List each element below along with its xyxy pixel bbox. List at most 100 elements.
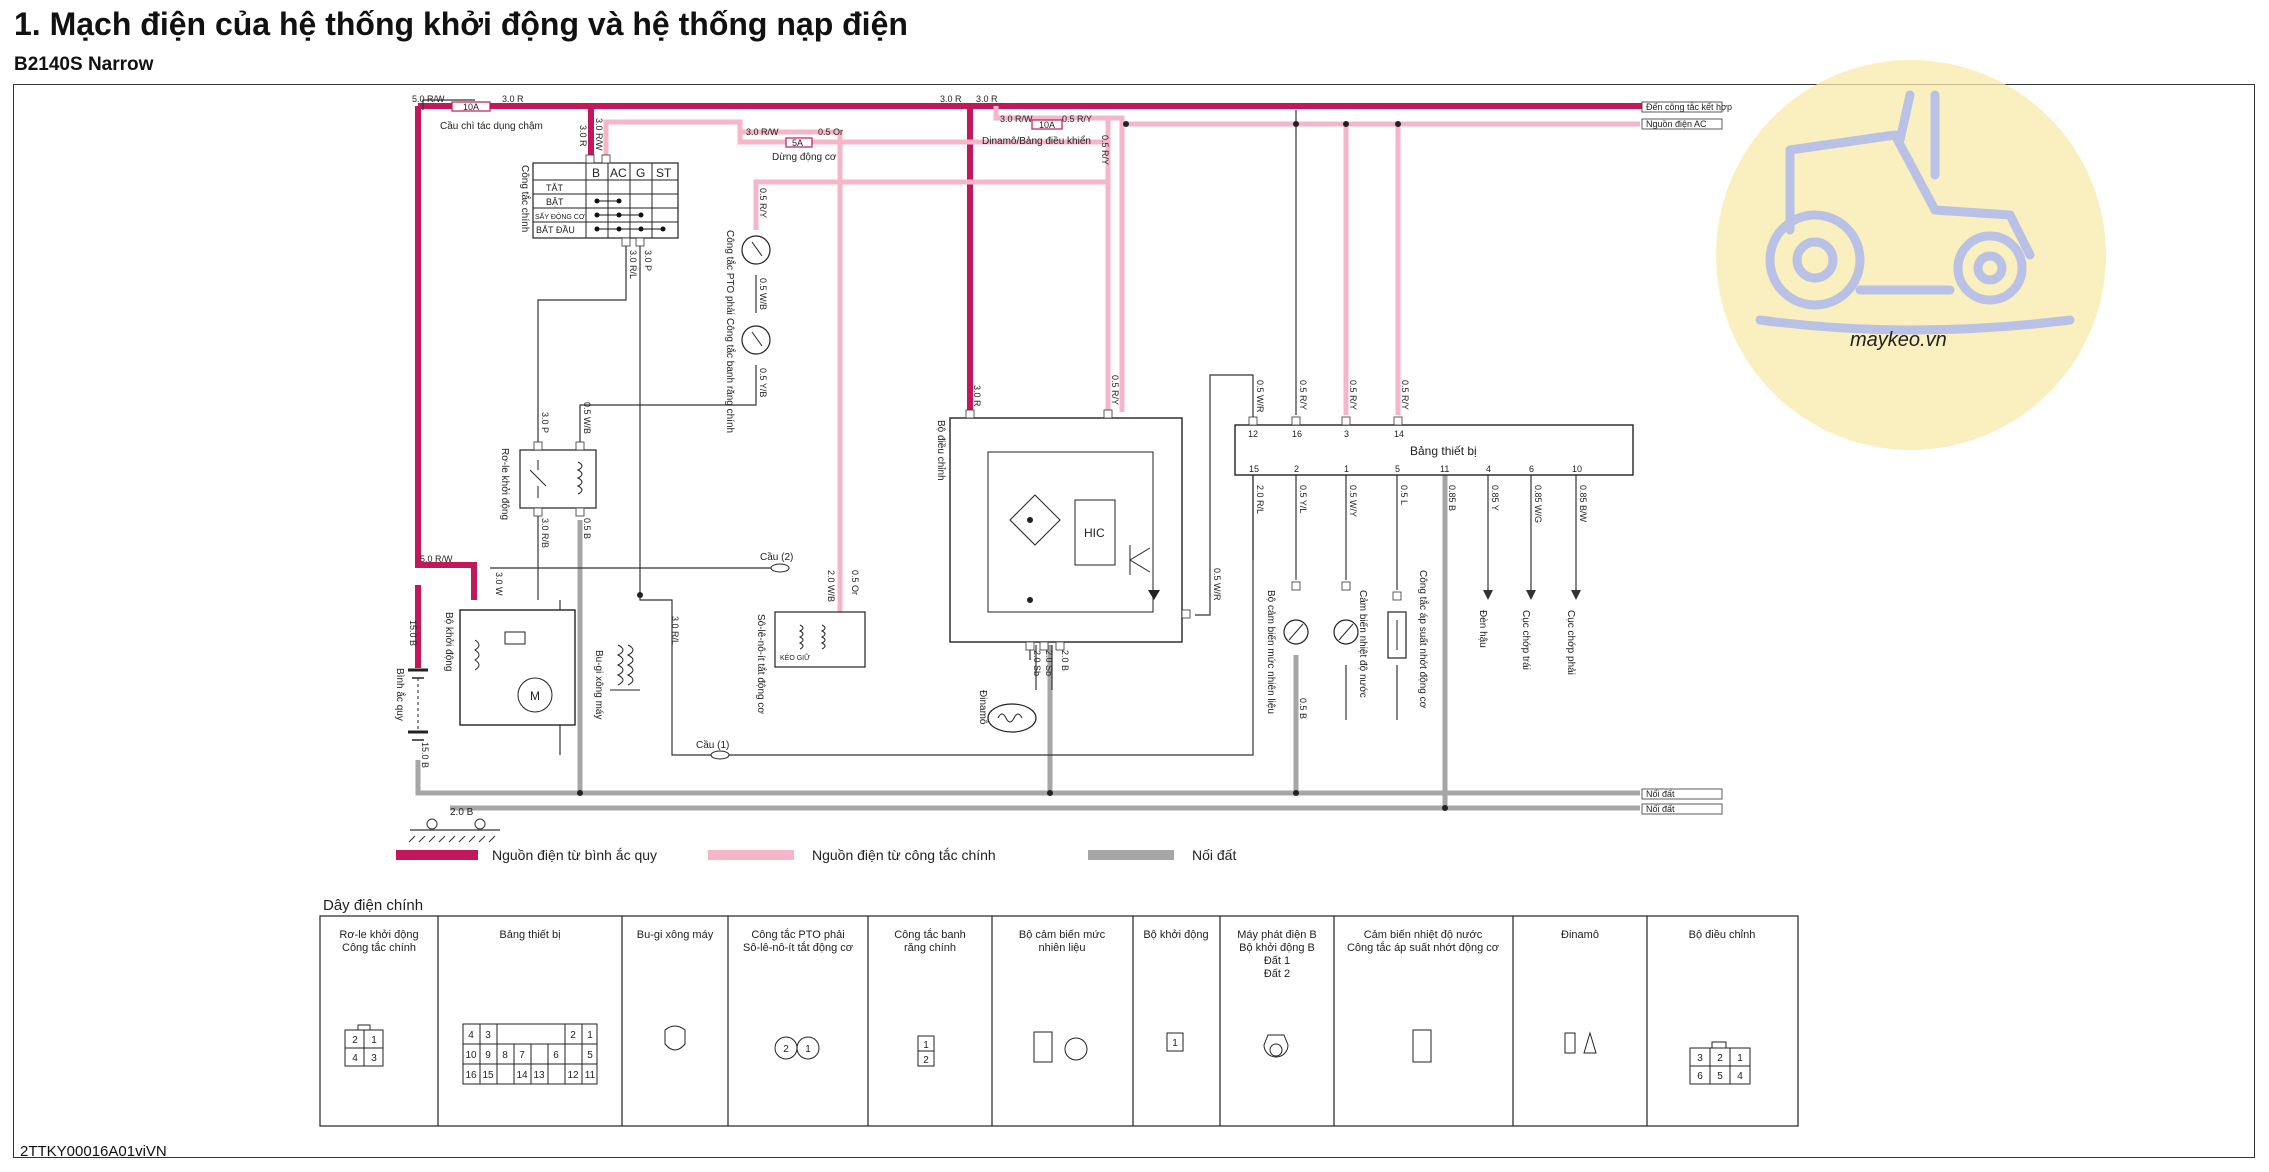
- junction-dots: [577, 121, 1448, 811]
- svg-text:4: 4: [1486, 464, 1491, 474]
- svg-text:1: 1: [923, 1040, 929, 1051]
- signal-wires: [422, 99, 1577, 756]
- ring-terminal-icon-2: [1263, 1034, 1289, 1058]
- svg-text:3.0 P: 3.0 P: [643, 250, 653, 271]
- legend: Nguồn điện từ bình ắc quy Nguồn điện từ …: [396, 847, 1236, 863]
- svg-text:6: 6: [553, 1050, 559, 1061]
- legend-battery: Nguồn điện từ bình ắc quy: [492, 847, 657, 863]
- legend-switch: Nguồn điện từ công tắc chính: [812, 847, 996, 863]
- svg-text:3.0 R: 3.0 R: [976, 94, 998, 104]
- wire-bridge1: [639, 374, 1254, 756]
- switch-col-st: ST: [656, 166, 672, 180]
- panel-label: Bảng thiết bị: [1410, 444, 1477, 458]
- svg-text:2: 2: [1717, 1053, 1723, 1064]
- svg-text:12: 12: [567, 1070, 579, 1081]
- svg-text:5: 5: [1717, 1071, 1723, 1082]
- hic-label: HIC: [1084, 526, 1105, 540]
- fuel-sensor-label: Bộ cảm biến mức nhiên liệu: [1265, 590, 1277, 714]
- switch-row-off: TẮT: [546, 183, 564, 193]
- wire-st-relay: [537, 232, 627, 448]
- temp-sensor: Cảm biến nhiệt độ nước: [1333, 590, 1369, 698]
- svg-text:0.5 R/Y: 0.5 R/Y: [1100, 135, 1110, 165]
- svg-text:3: 3: [1344, 429, 1349, 439]
- svg-text:3.0 R/W: 3.0 R/W: [1000, 114, 1033, 124]
- fuel-sensor: Bộ cảm biến mức nhiên liệu: [1265, 590, 1309, 714]
- legend-swatch-battery: [396, 850, 478, 860]
- svg-text:3.0 R: 3.0 R: [972, 385, 982, 407]
- regulator: HIC Bộ điều chỉnh: [935, 417, 1183, 643]
- svg-text:0.85 B: 0.85 B: [1447, 485, 1457, 511]
- starter-relay-label: Rơ-le khởi động: [499, 448, 511, 520]
- document-id: 2TTKY00016A01viVN: [20, 1143, 167, 1160]
- switch-col-g: G: [636, 166, 645, 180]
- fuse-engine-stop: 5A Dừng động cơ: [772, 137, 837, 163]
- watermark-circle: [1716, 60, 2106, 450]
- temp-sensor-label: Cảm biến nhiệt độ nước: [1357, 590, 1369, 698]
- fuse-dynamo-label: Dinamô/Bảng điều khiển: [982, 135, 1091, 147]
- svg-text:3.0 R/W: 3.0 R/W: [594, 118, 604, 151]
- watermark-text: maykeo.vn: [1850, 329, 1947, 351]
- svg-text:1: 1: [371, 1035, 377, 1046]
- svg-text:15.0 B: 15.0 B: [408, 620, 418, 646]
- fuse-dynamo: 10A Dinamô/Bảng điều khiển: [982, 119, 1091, 147]
- svg-text:3.0 R: 3.0 R: [578, 125, 588, 147]
- ground-battery: [415, 760, 450, 796]
- tractor-icon: [1755, 90, 2075, 335]
- switch-col-ac: AC: [610, 166, 627, 180]
- svg-text:3: 3: [371, 1053, 377, 1064]
- svg-text:3.0 W: 3.0 W: [494, 572, 504, 596]
- terminal-ground-2: Nối đất: [1646, 804, 1675, 814]
- svg-text:5: 5: [1395, 464, 1400, 474]
- svg-text:2.0 B: 2.0 B: [1060, 650, 1070, 671]
- svg-text:3.0 R: 3.0 R: [502, 94, 524, 104]
- svg-text:Bộ khởi động: Bộ khởi động: [1143, 929, 1208, 941]
- wire-battery-main: [415, 106, 477, 600]
- switch-row-on: BẬT: [546, 197, 564, 207]
- svg-text:2.0 Sb: 2.0 Sb: [1044, 650, 1054, 676]
- starter: M Bộ khởi động: [443, 609, 576, 726]
- svg-text:0.5 Or: 0.5 Or: [850, 570, 860, 595]
- terminal-combo-switch: Đến công tắc kết hợp: [1646, 102, 1732, 112]
- pto-switch-label: Công tắc PTO phải: [724, 230, 737, 315]
- svg-text:Bộ điều chỉnh: Bộ điều chỉnh: [1689, 929, 1756, 941]
- legend-swatch-ground: [1088, 850, 1174, 860]
- svg-text:4: 4: [1737, 1071, 1743, 1082]
- battery-label: Bình ắc quy: [394, 668, 407, 721]
- wire-dynamo-feed: [993, 106, 1125, 412]
- svg-text:3.0 R/L: 3.0 R/L: [670, 616, 680, 645]
- svg-text:10A: 10A: [463, 102, 479, 112]
- connector-fuel-icon: [1033, 1031, 1088, 1063]
- switch-row-preheat: SẤY ĐỘNG CƠ: [535, 211, 585, 221]
- svg-text:10: 10: [1572, 464, 1582, 474]
- svg-text:2: 2: [783, 1044, 789, 1055]
- svg-text:3: 3: [1697, 1053, 1703, 1064]
- svg-text:15: 15: [482, 1070, 494, 1081]
- connector-sensor-icon: [1412, 1029, 1432, 1063]
- legend-ground: Nối đất: [1192, 847, 1236, 863]
- svg-text:3.0 R/W: 3.0 R/W: [746, 127, 779, 137]
- bridge-2: Cầu (2): [760, 551, 793, 573]
- svg-text:1: 1: [1344, 464, 1349, 474]
- fuse-main: 10A Cầu chì tác dụng chậm: [440, 101, 543, 132]
- svg-text:2.0 R/L: 2.0 R/L: [1255, 485, 1265, 514]
- svg-text:0.5 Or: 0.5 Or: [818, 127, 843, 137]
- watermark: maykeo.vn: [1716, 60, 2106, 450]
- svg-text:0.5 R/Y: 0.5 R/Y: [1298, 380, 1308, 410]
- connector-table-title: Dây điện chính: [323, 897, 423, 914]
- right-terminals: Đến công tắc kết hợp Nguồn điện AC Nối đ…: [1641, 101, 1732, 815]
- svg-text:0.85 B/W: 0.85 B/W: [1578, 485, 1588, 523]
- regulator-label: Bộ điều chỉnh: [935, 420, 947, 481]
- svg-text:0.5 W/R: 0.5 W/R: [1212, 568, 1222, 601]
- ring-terminal-icon: [664, 1025, 686, 1051]
- left-turn-label: Cục chớp trái: [1520, 610, 1531, 670]
- page-title: 1. Mạch điện của hệ thống khởi động và h…: [14, 6, 908, 42]
- svg-text:3.0 P: 3.0 P: [540, 412, 550, 433]
- wire-fuse-left: [422, 99, 475, 110]
- connector-2pin-icon: [917, 1035, 935, 1067]
- starter-label: Bộ khởi động: [443, 612, 455, 671]
- svg-text:4: 4: [352, 1053, 358, 1064]
- connector-pin-numbers: 2 1 4 3 4 3 2 1 10 9 8 7 6 5 16 15 14 13…: [352, 1030, 1743, 1082]
- svg-text:0.5 R/Y: 0.5 R/Y: [1062, 114, 1092, 124]
